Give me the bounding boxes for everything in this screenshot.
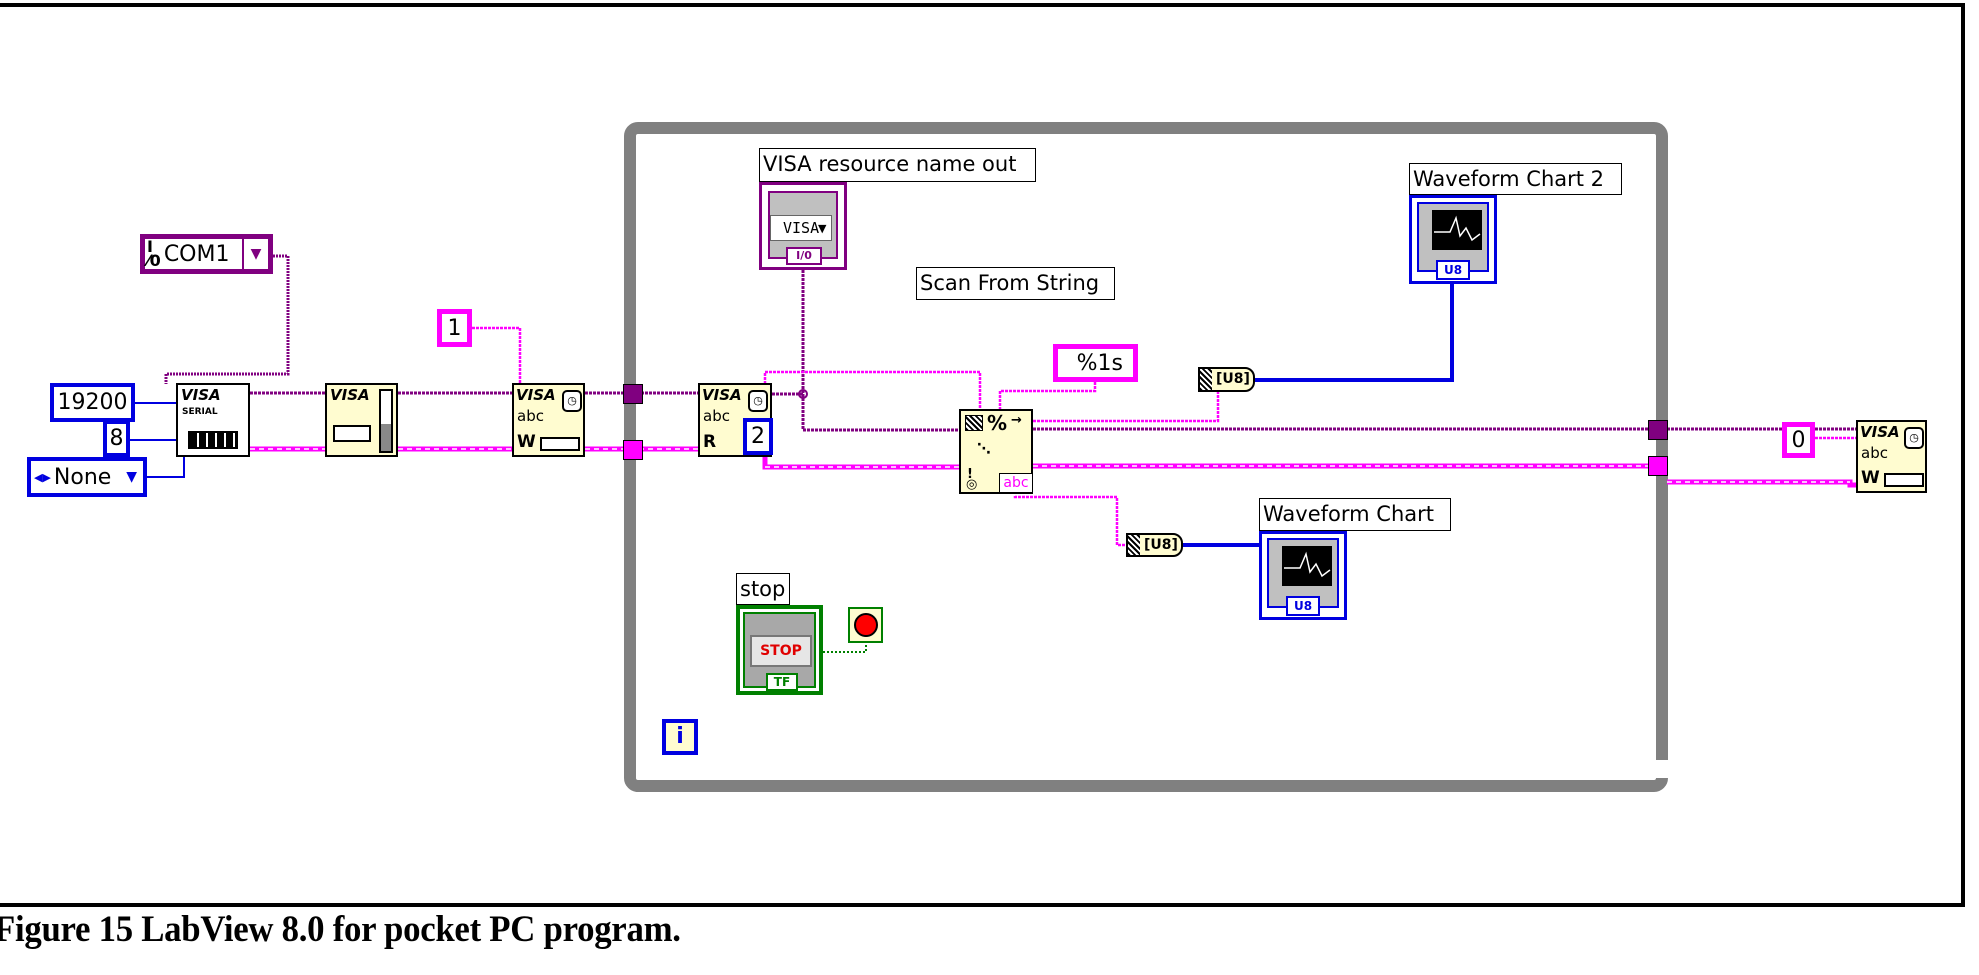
node-title: VISA xyxy=(181,386,221,404)
waveform-chart-2-label: Waveform Chart 2 xyxy=(1409,163,1622,195)
stop-label: stop xyxy=(736,573,790,605)
chart-graph-icon xyxy=(1282,546,1332,586)
chart-graph-icon xyxy=(1432,210,1482,250)
node-subtitle: abc xyxy=(517,407,544,425)
resource-out-label: VISA resource name out xyxy=(759,148,1036,182)
resource-out-value: VISA xyxy=(770,215,832,241)
scan-from-string-node[interactable]: % → ⋱ ! ◎ abc xyxy=(959,409,1033,494)
write-mode-label: W xyxy=(1861,468,1880,488)
scan-output-wire-top xyxy=(1033,392,1220,423)
data-bits-constant[interactable]: 8 xyxy=(103,420,130,457)
read-mode-label: R xyxy=(703,432,717,452)
buffer-icon xyxy=(540,437,580,451)
visa-write-node[interactable]: VISA abc ◷ W xyxy=(512,383,585,457)
node-subtitle: SERIAL xyxy=(182,407,218,417)
u8-type-tag: U8 xyxy=(1286,596,1320,616)
write2-string-constant[interactable]: 0 xyxy=(1782,422,1815,458)
visa-ref-wire-indicator xyxy=(801,270,960,432)
boolean-type-tag: TF xyxy=(766,673,798,691)
string-output-tag: abc xyxy=(999,473,1033,493)
flush-gauge-icon xyxy=(379,389,393,453)
format-string-constant[interactable]: %1s xyxy=(1053,344,1138,382)
node-subtitle: abc xyxy=(1861,444,1888,462)
loop-tunnel-visa-in xyxy=(623,384,643,404)
dropdown-arrow-icon: ▼ xyxy=(818,222,827,235)
write-mode-label: W xyxy=(517,432,536,452)
diagonal-arrow-icon: ⋱ xyxy=(977,441,991,457)
node-title: VISA xyxy=(1860,423,1900,441)
visa-write-node-2[interactable]: VISA abc ◷ W xyxy=(1856,420,1927,493)
node-title: VISA xyxy=(330,386,370,404)
loop-corner-gap xyxy=(1656,760,1670,778)
baud-rate-constant[interactable]: 19200 xyxy=(50,383,135,422)
timer-icon: ◷ xyxy=(1904,427,1924,449)
input-string-icon xyxy=(965,415,983,431)
visa-flush-node[interactable]: VISA xyxy=(325,383,398,457)
resource-value: COM1 xyxy=(163,241,230,267)
parity-wire xyxy=(147,457,185,478)
node-subtitle: abc xyxy=(703,407,730,425)
loop-tunnel-error-in xyxy=(623,440,643,460)
figure-frame xyxy=(0,3,1965,907)
write-string-wire xyxy=(472,326,522,384)
scan-from-string-label: Scan From String xyxy=(916,267,1115,300)
io-resource-icon: I⁄0 xyxy=(147,237,161,270)
default-icon: ◎ xyxy=(966,477,978,492)
checker-icon xyxy=(1128,535,1140,555)
byte-count-constant[interactable]: 2 xyxy=(743,418,773,455)
figure-caption: Figure 15 LabView 8.0 for pocket PC prog… xyxy=(0,909,681,950)
stop-sign-icon xyxy=(853,613,878,637)
parity-enum-constant[interactable]: ◀▶ None ▼ xyxy=(27,457,147,497)
buffer-icon xyxy=(1884,473,1924,487)
converter-text: [U8] xyxy=(1144,537,1178,553)
write-string-constant[interactable]: 1 xyxy=(437,309,472,347)
waveform-chart-label: Waveform Chart xyxy=(1259,498,1451,531)
read-buffer-wire xyxy=(763,370,982,410)
checker-icon xyxy=(1200,369,1212,390)
to-u8-converter-bottom[interactable]: [U8] xyxy=(1126,533,1183,557)
converter-text: [U8] xyxy=(1216,371,1250,387)
iteration-terminal: i xyxy=(662,719,698,755)
loop-tunnel-error-out xyxy=(1648,456,1668,476)
enum-arrows-icon: ◀▶ xyxy=(34,470,51,484)
stop-wire xyxy=(823,643,867,653)
node-title: VISA xyxy=(516,386,556,404)
io-type-tag: I/0 xyxy=(786,247,822,265)
timer-icon: ◷ xyxy=(562,390,582,412)
dropdown-arrow-icon[interactable]: ▼ xyxy=(126,469,137,485)
to-u8-converter-top[interactable]: [U8] xyxy=(1198,367,1255,392)
dropdown-arrow-icon[interactable]: ▼ xyxy=(242,239,268,269)
format-string-wire xyxy=(998,382,1097,410)
visa-configure-serial-node[interactable]: VISA SERIAL xyxy=(176,383,250,457)
error-icon: ! xyxy=(967,467,973,482)
wire-junction xyxy=(798,389,808,399)
stop-button-terminal[interactable]: STOP TF xyxy=(736,605,823,695)
loop-tunnel-visa-out xyxy=(1648,420,1668,440)
waveform-chart-2-terminal[interactable]: U8 xyxy=(1409,195,1497,284)
parity-value: None xyxy=(53,464,112,490)
visa-resource-constant[interactable]: I⁄0 COM1 ▼ xyxy=(140,234,273,274)
chart2-wire xyxy=(1255,284,1454,382)
arrow-right-icon: → xyxy=(1011,413,1022,428)
u8-type-tag: U8 xyxy=(1436,260,1470,280)
serial-port-icon xyxy=(188,431,238,449)
percent-icon: % xyxy=(987,411,1008,435)
stop-button[interactable]: STOP xyxy=(750,635,812,667)
scan-output-wire-bottom xyxy=(1013,495,1126,547)
node-title: VISA xyxy=(702,386,742,404)
timer-icon: ◷ xyxy=(748,390,768,412)
resource-out-indicator[interactable]: VISA ▼ I/0 xyxy=(759,182,847,270)
buffer-icon xyxy=(333,425,371,442)
waveform-chart-terminal[interactable]: U8 xyxy=(1259,531,1347,620)
error-wire-4 xyxy=(762,455,960,470)
loop-condition-terminal[interactable] xyxy=(848,607,883,643)
resource-wire xyxy=(164,254,290,384)
